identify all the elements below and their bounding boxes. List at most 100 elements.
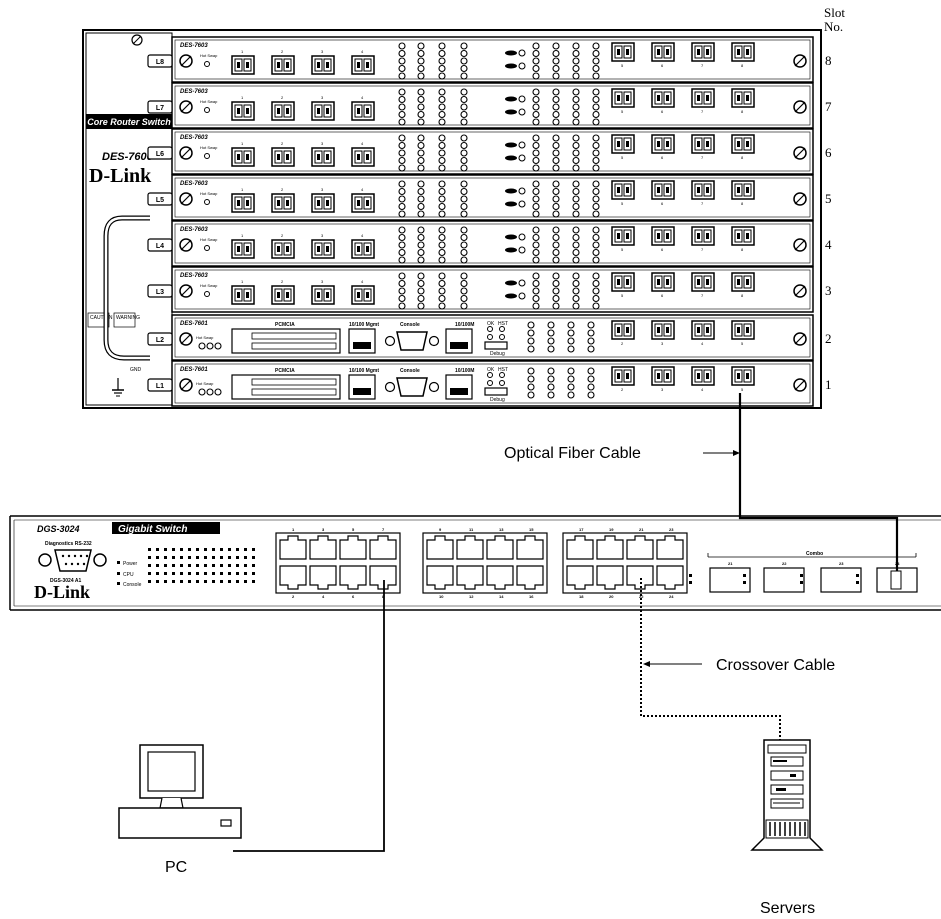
rj45-port[interactable] [279,535,307,560]
rj45-port[interactable] [656,565,684,590]
fiber-port[interactable] [271,147,295,167]
fiber-port[interactable] [231,193,255,213]
rj45-port[interactable] [456,535,484,560]
fiber-port[interactable] [271,193,295,213]
fiber-port[interactable] [651,180,675,200]
rj45-port[interactable] [486,535,514,560]
fiber-port[interactable] [651,134,675,154]
fiber-port[interactable] [691,42,715,62]
fiber-port[interactable] [231,239,255,259]
fiber-port[interactable] [651,366,675,386]
fiber-port[interactable] [611,134,635,154]
fiber-port[interactable] [351,285,375,305]
fiber-port[interactable] [351,101,375,121]
fiber-port[interactable] [651,272,675,292]
fiber-port[interactable] [611,366,635,386]
fiber-port[interactable] [611,180,635,200]
rj45-port[interactable] [309,535,337,560]
fiber-port[interactable] [691,366,715,386]
uplink-port[interactable] [445,374,473,400]
rj45-port[interactable] [516,535,544,560]
debug-button[interactable] [484,341,508,350]
fiber-port[interactable] [231,55,255,75]
rj45-port[interactable] [339,565,367,590]
port-led-icon [196,548,199,551]
diagnostics-port[interactable] [38,549,107,572]
uplink-port[interactable] [445,328,473,354]
fiber-port[interactable] [611,320,635,340]
fiber-port[interactable] [731,134,755,154]
rj45-port[interactable] [456,565,484,590]
fiber-port[interactable] [231,101,255,121]
rj45-port[interactable] [516,565,544,590]
fiber-port[interactable] [691,226,715,246]
fiber-port[interactable] [611,226,635,246]
sfp-port[interactable] [763,567,805,593]
fiber-port[interactable] [731,366,755,386]
fiber-port[interactable] [691,134,715,154]
fiber-port[interactable] [691,272,715,292]
fiber-port[interactable] [731,180,755,200]
console-port[interactable] [384,331,440,351]
fiber-port[interactable] [311,55,335,75]
rj45-port[interactable] [626,565,654,590]
rj45-port[interactable] [486,565,514,590]
led-label-icon [505,280,517,286]
fiber-port[interactable] [271,55,295,75]
led-icon [417,302,425,310]
mgmt-port[interactable] [348,328,376,354]
rj45-port[interactable] [626,535,654,560]
fiber-port[interactable] [231,285,255,305]
fiber-port[interactable] [311,239,335,259]
fiber-port[interactable] [351,239,375,259]
led-icon [587,367,595,375]
rj45-port[interactable] [369,565,397,590]
fiber-port[interactable] [311,193,335,213]
rj45-port[interactable] [309,565,337,590]
fiber-port[interactable] [731,226,755,246]
rj45-port[interactable] [566,565,594,590]
fiber-port[interactable] [731,42,755,62]
fiber-port[interactable] [691,88,715,108]
sfp-led-icon [689,574,692,577]
fiber-port[interactable] [271,101,295,121]
pcmcia-slot[interactable] [231,374,341,400]
fiber-port[interactable] [271,285,295,305]
rj45-port[interactable] [566,535,594,560]
sfp-port[interactable] [709,567,751,593]
rj45-port[interactable] [279,565,307,590]
fiber-port[interactable] [651,320,675,340]
fiber-port[interactable] [731,272,755,292]
rj45-port[interactable] [656,535,684,560]
led-icon [532,42,540,50]
fiber-port[interactable] [651,226,675,246]
rj45-port[interactable] [339,535,367,560]
rj45-port[interactable] [596,565,624,590]
debug-button[interactable] [484,387,508,396]
rj45-port[interactable] [596,535,624,560]
pcmcia-slot[interactable] [231,328,341,354]
fiber-port[interactable] [651,88,675,108]
fiber-port[interactable] [731,88,755,108]
fiber-port[interactable] [611,272,635,292]
fiber-port[interactable] [691,320,715,340]
fiber-port[interactable] [611,88,635,108]
fiber-port[interactable] [691,180,715,200]
fiber-port[interactable] [651,42,675,62]
fiber-port[interactable] [731,320,755,340]
fiber-port[interactable] [231,147,255,167]
rj45-port[interactable] [426,565,454,590]
fiber-port[interactable] [311,101,335,121]
console-port[interactable] [384,377,440,397]
fiber-port[interactable] [611,42,635,62]
fiber-port[interactable] [351,147,375,167]
fiber-port[interactable] [311,147,335,167]
fiber-port[interactable] [311,285,335,305]
rj45-port[interactable] [426,535,454,560]
sfp-port[interactable] [820,567,862,593]
fiber-port[interactable] [351,55,375,75]
mgmt-port[interactable] [348,374,376,400]
fiber-port[interactable] [271,239,295,259]
fiber-port[interactable] [351,193,375,213]
rj45-port[interactable] [369,535,397,560]
